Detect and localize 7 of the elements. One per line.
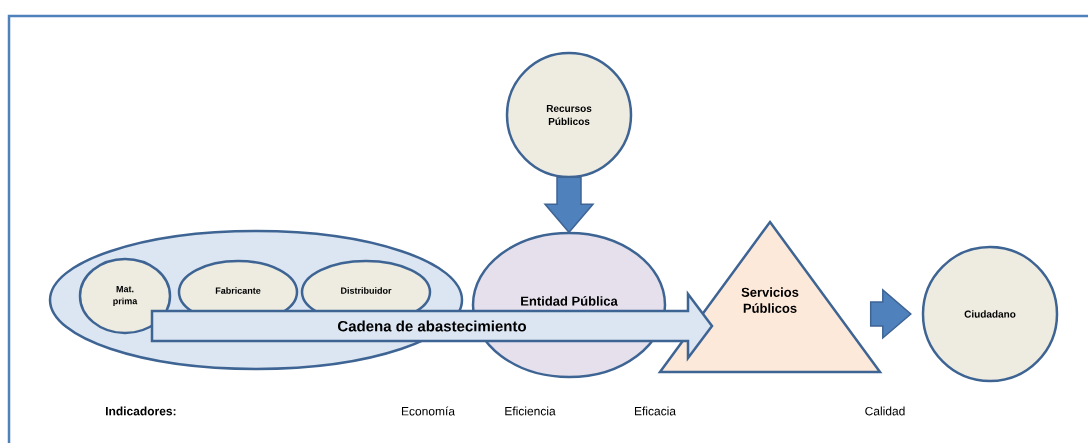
indicator-label: Indicadores:	[106, 406, 176, 416]
indicator-label: Eficacia	[635, 406, 676, 416]
block-arrow	[543, 176, 595, 234]
indicator-label: Eficiencia	[505, 406, 556, 416]
indicator-label: Calidad	[865, 406, 905, 416]
block-arrow	[869, 288, 912, 340]
indicator-label: Economía	[402, 406, 455, 416]
